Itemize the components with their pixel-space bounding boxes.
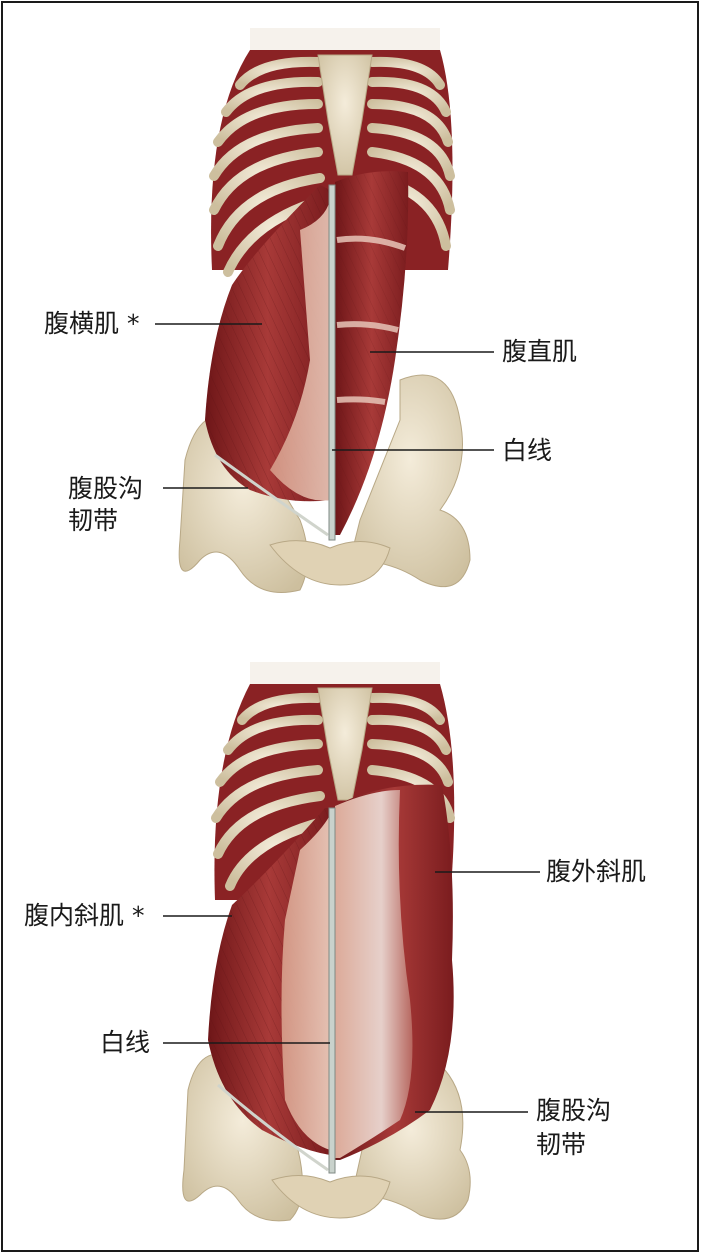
label-linea-alba-bottom: 白线	[100, 1028, 151, 1057]
label-linea-alba-top: 白线	[502, 436, 553, 465]
top-figure	[155, 28, 494, 593]
bottom-figure	[163, 662, 540, 1222]
label-inguinal-ligament-bottom-line2: 韧带	[536, 1130, 587, 1159]
label-inguinal-ligament-top-line1: 腹股沟	[68, 474, 144, 503]
label-external-oblique: 腹外斜肌	[546, 857, 647, 886]
label-rectus-abdominis: 腹直肌	[502, 337, 578, 366]
label-transversus-abdominis: 腹横肌 *	[44, 309, 140, 338]
label-inguinal-ligament-bottom-line1: 腹股沟	[536, 1096, 612, 1125]
label-internal-oblique: 腹内斜肌 *	[24, 901, 145, 930]
label-inguinal-ligament-top-line2: 韧带	[68, 506, 119, 535]
